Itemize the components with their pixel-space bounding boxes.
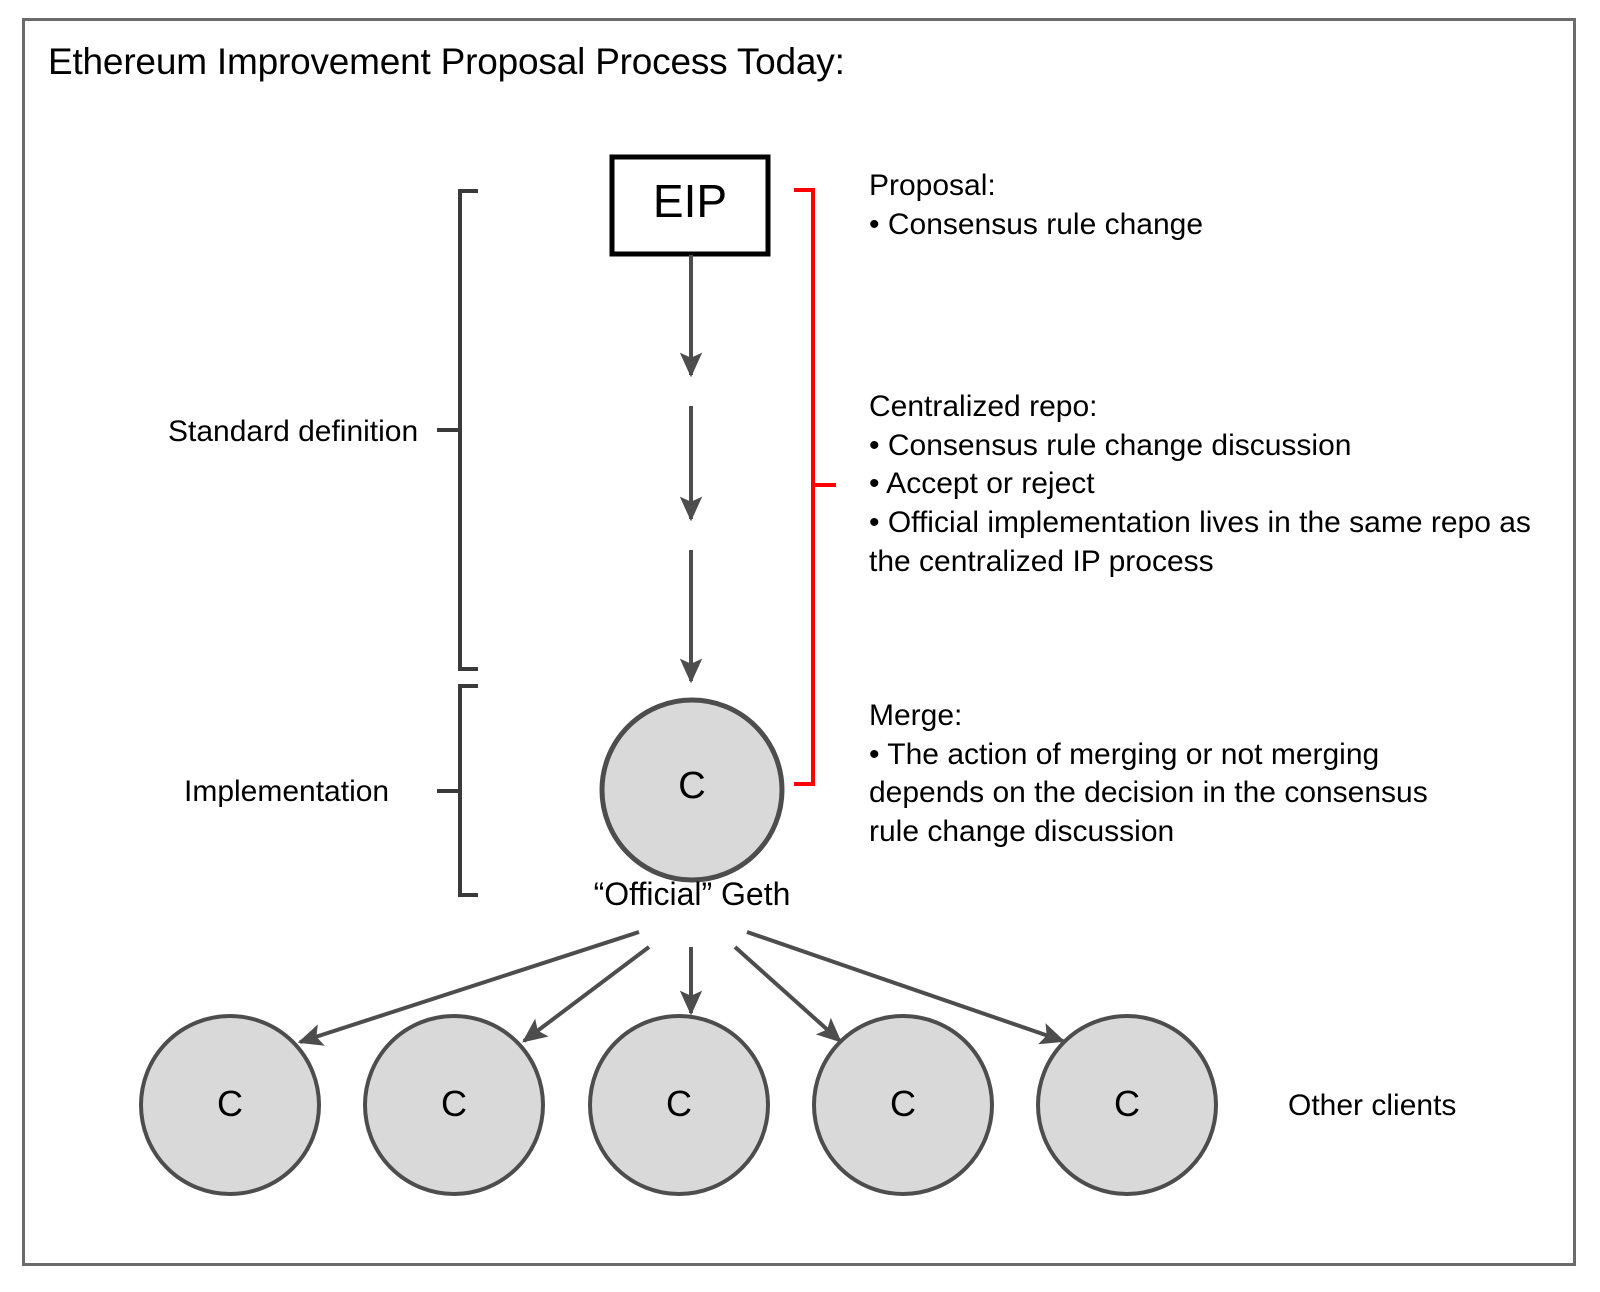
annotation-merge: Merge: • The action of merging or not me…: [869, 699, 1428, 849]
client-node-label-3: C: [666, 1083, 692, 1124]
client-node-label-1: C: [217, 1083, 243, 1124]
client-node-2: [363, 1014, 545, 1196]
client-node-4: [812, 1014, 994, 1196]
client-node-3: [588, 1014, 770, 1196]
geth-node-label: C: [678, 765, 706, 807]
bracket-standard-definition: [458, 189, 478, 671]
bracket-process-red: [794, 188, 815, 786]
arrow-geth-to-client-1: [297, 930, 640, 1046]
other-clients-caption: Other clients: [1288, 1089, 1457, 1122]
geth-node-caption: “Official” Geth: [593, 876, 791, 912]
arrow-geth-to-client-5: [746, 930, 1066, 1045]
page-title: Ethereum Improvement Proposal Process To…: [48, 41, 845, 82]
client-node-1: [139, 1014, 321, 1196]
geth-node: [599, 697, 785, 883]
phase-label-standard-definition: Standard definition: [168, 415, 419, 448]
arrow-geth-to-client-2: [522, 945, 651, 1043]
eip-node-label: EIP: [652, 175, 728, 227]
annotation-centralized-repo: Centralized repo: • Consensus rule chang…: [869, 390, 1531, 578]
client-node-label-2: C: [441, 1083, 467, 1124]
client-node-5: [1036, 1014, 1218, 1196]
arrow-geth-to-client-4: [733, 945, 842, 1043]
client-node-label-5: C: [1114, 1083, 1140, 1124]
annotation-proposal: Proposal: • Consensus rule change: [869, 169, 1204, 241]
phase-label-implementation: Implementation: [184, 775, 390, 808]
eip-box: [609, 154, 771, 257]
bracket-implementation: [458, 684, 478, 897]
client-node-label-4: C: [890, 1083, 916, 1124]
